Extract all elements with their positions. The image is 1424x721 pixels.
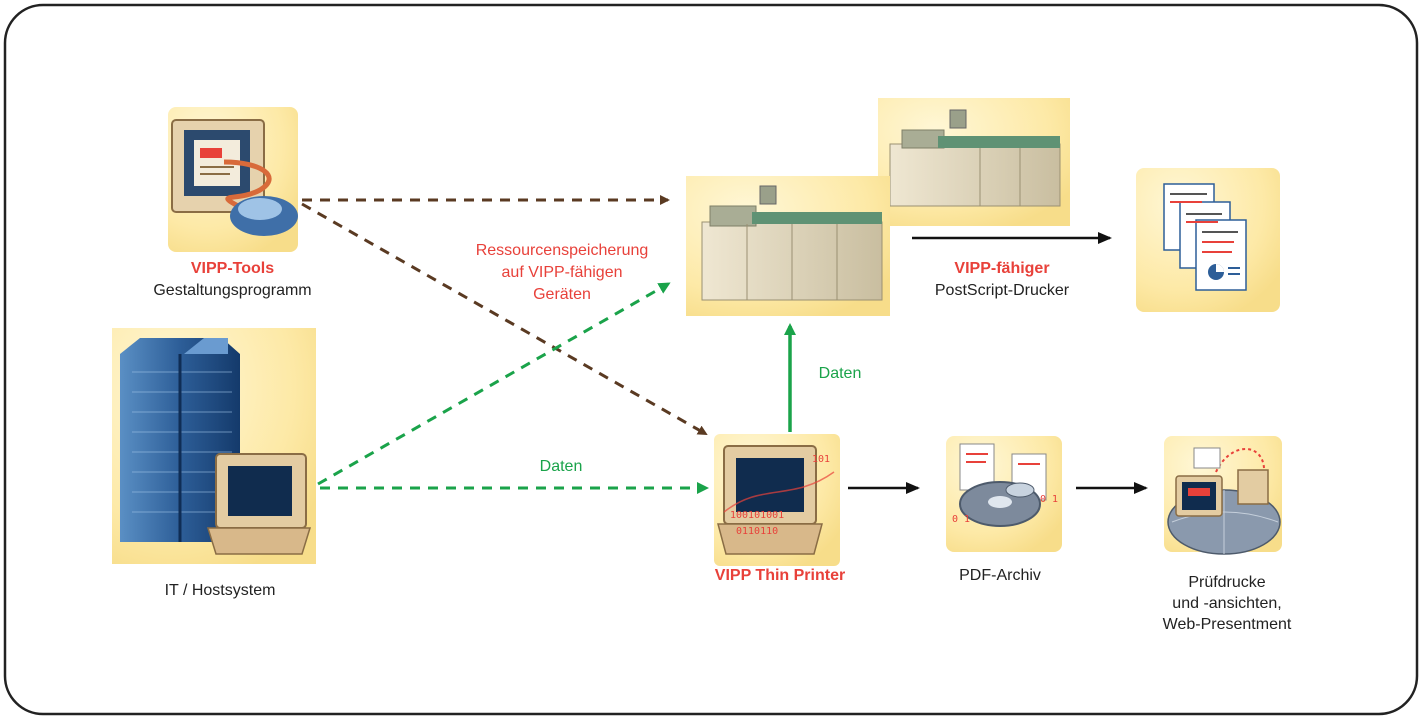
data-arrow-host-to-printer <box>317 282 671 486</box>
label-gestaltungsprogramm: Gestaltungsprogramm <box>153 282 312 299</box>
web-proofing-globe-icon <box>1164 436 1282 555</box>
svg-text:0110110: 0110110 <box>736 526 778 537</box>
pdf-archive-icon: 0 1 0 1 <box>946 436 1062 552</box>
label-ressourcen-line3: Geräten <box>533 286 591 303</box>
mainframe-server-icon <box>112 328 316 564</box>
label-ressourcen-line1: Ressourcenspeicherung <box>475 242 649 259</box>
label-vipp-thin-printer: VIPP Thin Printer <box>714 567 846 584</box>
label-vipp-faehiger: VIPP-fähiger <box>954 260 1050 277</box>
label-pruefdrucke-line3: Web-Presentment <box>1162 616 1292 633</box>
production-printer-icon <box>686 98 1070 316</box>
thin-printer-terminal-icon: 100101001 0110110 101 <box>714 434 840 566</box>
label-postscript-drucker: PostScript-Drucker <box>934 282 1070 299</box>
label-daten-vertical: Daten <box>818 365 862 382</box>
documents-icon <box>1136 168 1280 312</box>
resource-arrow-to-thin-printer <box>301 202 708 436</box>
label-vipp-tools: VIPP-Tools <box>190 260 275 277</box>
svg-text:0 1: 0 1 <box>952 514 970 525</box>
label-daten-horizontal: Daten <box>539 458 583 475</box>
label-ressourcen-line2: auf VIPP-fähigen <box>501 264 623 281</box>
label-it-hostsystem: IT / Hostsystem <box>164 582 276 599</box>
svg-text:101: 101 <box>812 454 830 465</box>
svg-text:0 1: 0 1 <box>1040 494 1058 505</box>
label-pdf-archiv: PDF-Archiv <box>959 567 1041 584</box>
label-pruefdrucke-line2: und -ansichten, <box>1172 595 1282 612</box>
label-pruefdrucke-line1: Prüfdrucke <box>1188 574 1266 591</box>
svg-text:100101001: 100101001 <box>730 510 784 521</box>
design-workstation-icon <box>168 107 298 252</box>
